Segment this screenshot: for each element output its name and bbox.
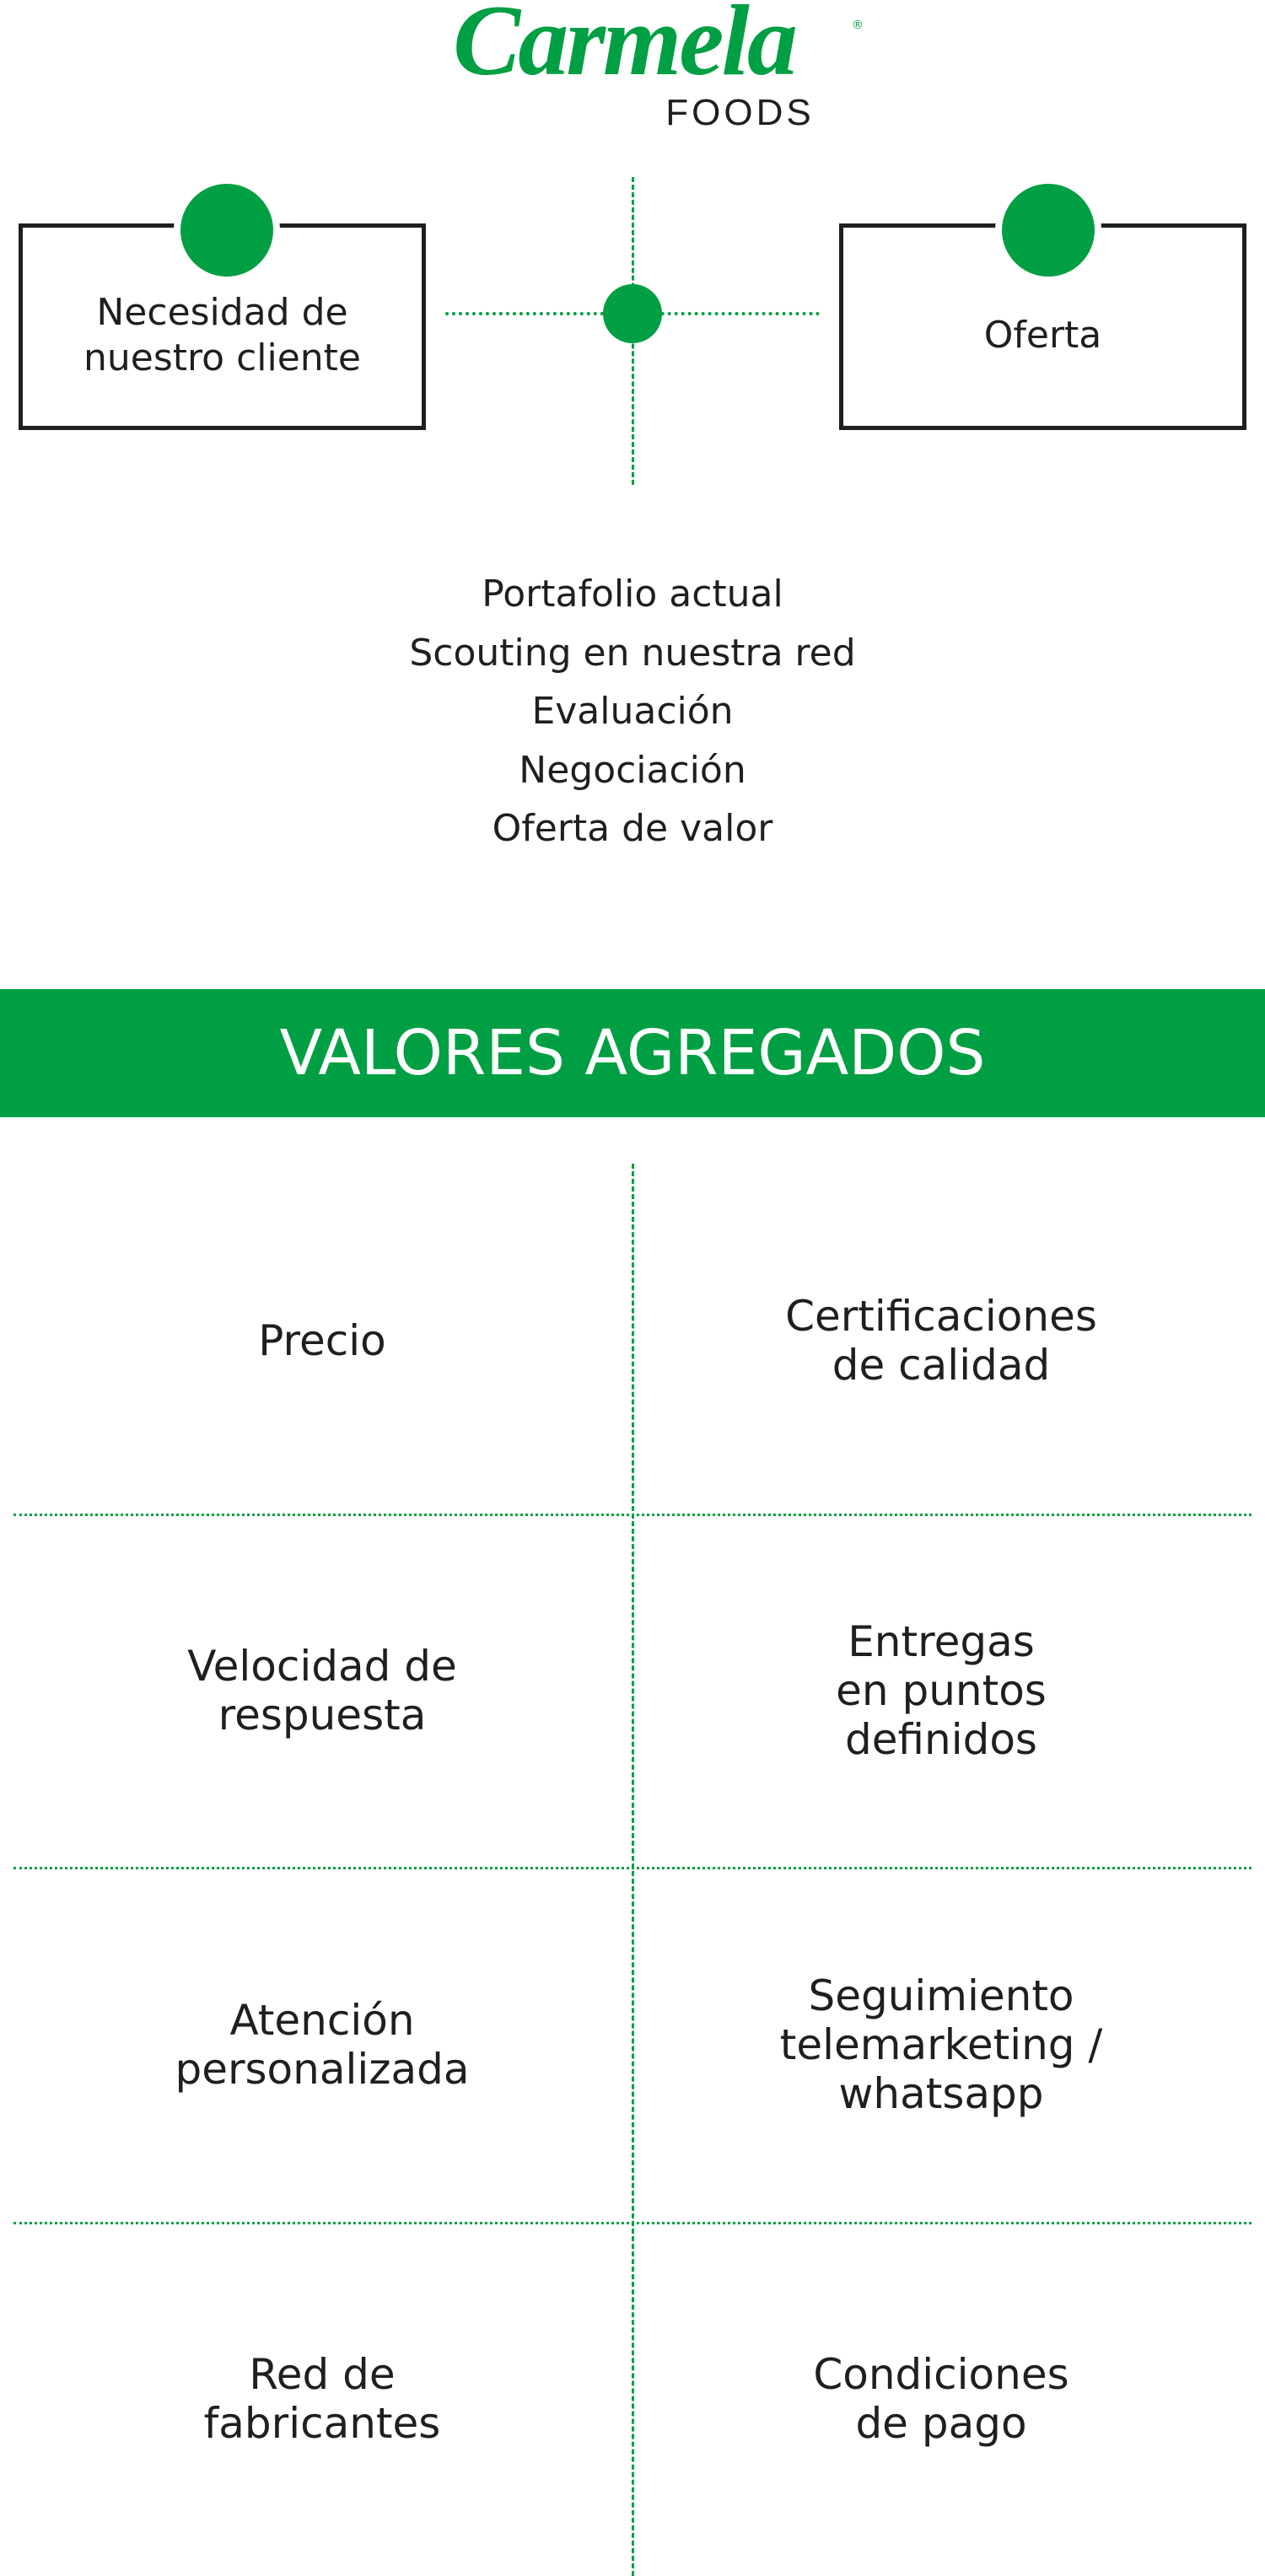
center-dot xyxy=(603,284,662,343)
logo-sub: FOODS xyxy=(665,92,815,133)
section-banner: VALORES AGREGADOS xyxy=(0,989,1265,1117)
value-cell: Condiciones de pago xyxy=(813,2350,1069,2448)
section-title: VALORES AGREGADOS xyxy=(279,1017,986,1089)
step-item: Portafolio actual xyxy=(482,573,783,616)
grid-divider xyxy=(13,1514,1252,1516)
grid-divider xyxy=(13,2222,1252,2224)
offer-dot xyxy=(1002,184,1095,277)
value-cell: Certificaciones de calidad xyxy=(785,1292,1097,1390)
client-need-box: Necesidad de nuestro cliente xyxy=(19,223,426,430)
grid-vertical-line xyxy=(632,1164,634,2576)
step-item: Oferta de valor xyxy=(492,807,773,850)
value-cell: Atención personalizada xyxy=(175,1996,470,2094)
value-cell: Entregas en puntos definidos xyxy=(836,1617,1047,1764)
value-cell: Precio xyxy=(258,1316,386,1365)
value-cell: Velocidad de respuesta xyxy=(187,1642,457,1740)
offer-label: Oferta xyxy=(983,313,1102,357)
logo-brand: Carmela xyxy=(453,0,798,96)
registered-mark: ® xyxy=(852,19,864,32)
steps-list: Portafolio actual Scouting en nuestra re… xyxy=(253,565,1012,858)
step-item: Evaluación xyxy=(531,690,734,733)
client-need-dot xyxy=(180,184,273,277)
step-item: Scouting en nuestra red xyxy=(409,631,856,675)
step-item: Negociación xyxy=(519,748,746,792)
value-cell: Seguimiento telemarketing / whatsapp xyxy=(779,1971,1103,2118)
value-cell: Red de fabricantes xyxy=(203,2350,441,2448)
client-need-label: Necesidad de nuestro cliente xyxy=(83,290,361,379)
grid-divider xyxy=(13,1867,1252,1869)
